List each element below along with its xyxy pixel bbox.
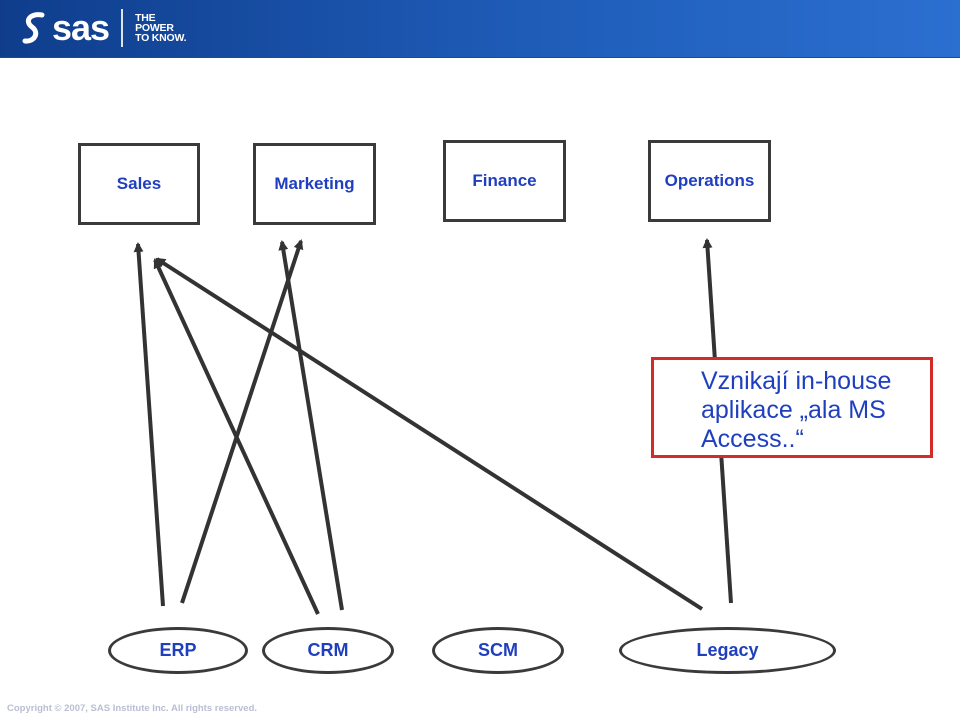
system-ellipse-legacy[interactable]: Legacy: [619, 627, 836, 674]
tagline: THE POWER TO KNOW.: [135, 12, 187, 44]
header-banner: sas THE POWER TO KNOW.: [0, 0, 960, 58]
dept-box-marketing[interactable]: Marketing: [253, 143, 376, 225]
tagline-line: TO KNOW.: [135, 32, 187, 44]
arrow-legacy-to-sales: [155, 257, 704, 611]
callout-line: Access..“: [701, 425, 804, 453]
tagline-line: POWER: [135, 22, 174, 34]
sas-swirl-icon: [22, 12, 45, 44]
dept-label: Marketing: [274, 174, 355, 193]
dept-box-finance[interactable]: Finance: [443, 140, 566, 222]
system-label: CRM: [307, 640, 349, 660]
arrow-crm-to-marketing: [278, 240, 344, 611]
copyright-footer: Copyright © 2007, SAS Institute Inc. All…: [7, 703, 258, 714]
callout-box: Vznikají in-house aplikace „ala MS Acces…: [651, 357, 933, 458]
dept-box-operations[interactable]: Operations: [648, 140, 771, 222]
system-ellipse-erp[interactable]: ERP: [108, 627, 248, 674]
callout-line: aplikace „ala MS: [701, 396, 886, 424]
tagline-line: THE: [135, 12, 156, 24]
arrow-erp-to-marketing: [180, 239, 304, 604]
brand-wordmark: sas: [52, 7, 110, 48]
system-label: SCM: [478, 640, 518, 660]
dept-label: Sales: [116, 174, 162, 193]
system-ellipse-scm[interactable]: SCM: [432, 627, 564, 674]
dept-label: Finance: [472, 171, 537, 190]
callout-line: Vznikají in-house: [701, 367, 892, 395]
dept-label: Operations: [664, 171, 755, 190]
system-ellipse-crm[interactable]: CRM: [262, 627, 394, 674]
system-label: ERP: [159, 640, 197, 660]
system-label: Legacy: [696, 640, 759, 660]
logo-divider: [121, 9, 124, 47]
sas-logo: sas THE POWER TO KNOW.: [20, 6, 187, 50]
arrow-erp-to-sales: [133, 242, 165, 607]
dept-box-sales[interactable]: Sales: [78, 143, 200, 225]
